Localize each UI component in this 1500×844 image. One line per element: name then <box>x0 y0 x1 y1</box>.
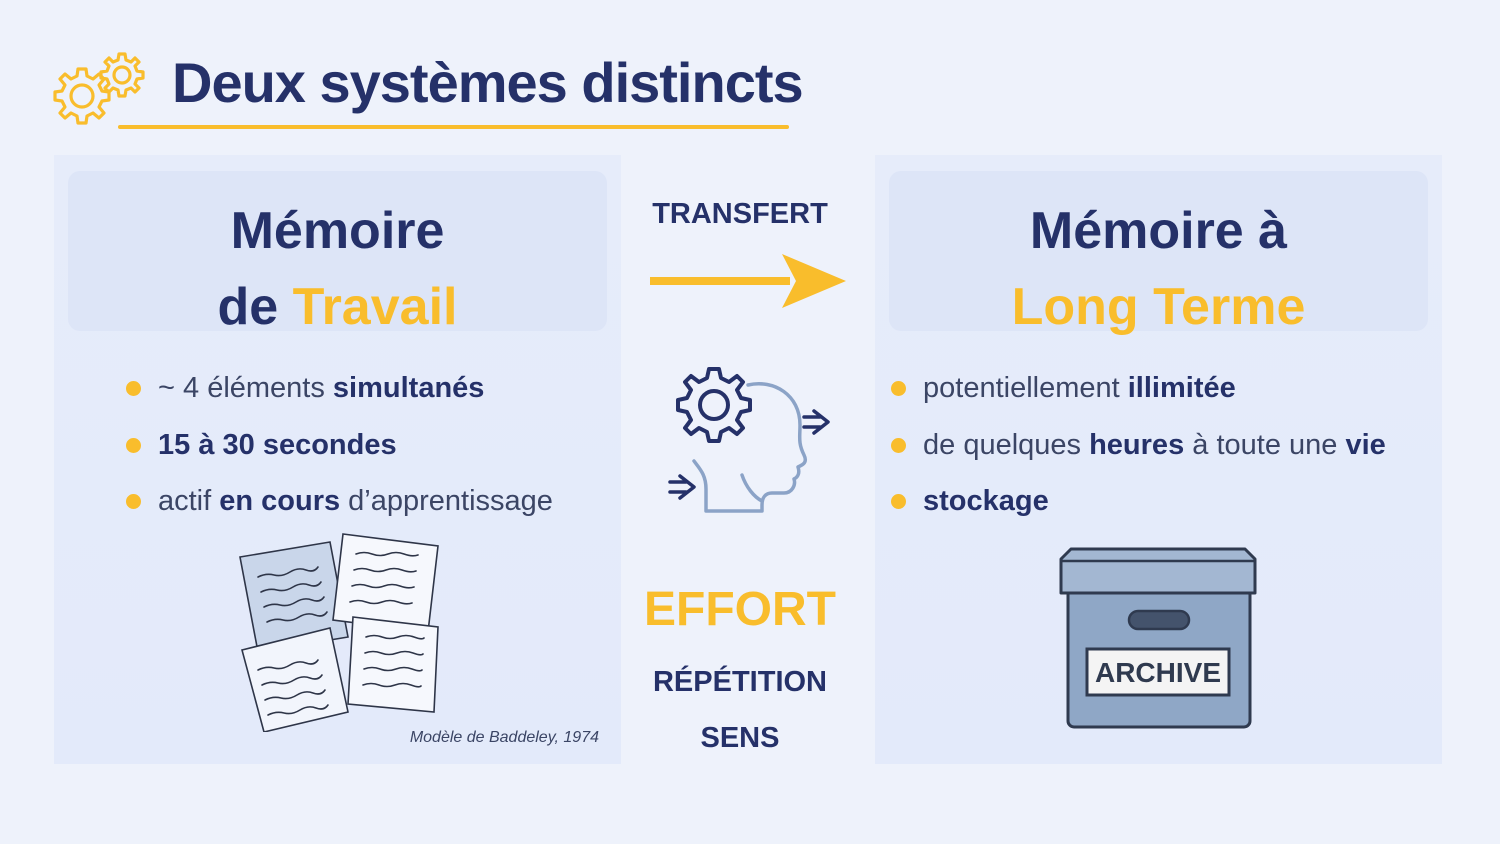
list-item: actif en cours d’apprentissage <box>126 473 553 530</box>
long-term-memory-panel: Mémoire à Long Terme potentiellement ill… <box>875 155 1442 764</box>
bullet-dot <box>126 381 141 396</box>
archive-box-icon: ARCHIVE <box>1059 547 1257 729</box>
list-item: stockage <box>891 473 1386 530</box>
working-memory-header: Mémoire de Travail <box>68 171 607 336</box>
list-item: ~ 4 éléments simultanés <box>126 360 553 417</box>
page-title: Deux systèmes distincts <box>172 51 804 114</box>
working-memory-panel: Mémoire de Travail ~ 4 éléments simultan… <box>54 155 621 764</box>
bullet-bold: en cours <box>219 485 341 517</box>
bullet-text: d’apprentissage <box>340 485 553 517</box>
long-term-memory-bullets: potentiellement illimitée de quelques he… <box>891 360 1386 530</box>
long-term-memory-title-line1: Mémoire à <box>1029 202 1288 260</box>
working-memory-title-line1: Mémoire <box>230 202 445 260</box>
repetition-label: RÉPÉTITION <box>652 666 827 698</box>
bullet-dot <box>126 437 141 453</box>
bullet-text: actif <box>158 485 220 517</box>
bullet-bold: heures <box>1089 428 1185 461</box>
sens-label: SENS <box>700 722 780 754</box>
title-accent-word: Travail <box>292 278 458 336</box>
working-memory-title-line2: de Travail <box>68 269 607 345</box>
bullet-bold: vie <box>1345 428 1386 461</box>
head-gear-icon <box>668 367 830 513</box>
title-underline <box>118 125 789 129</box>
title-prefix: de <box>217 278 293 336</box>
list-item: 15 à 30 secondes <box>126 417 553 474</box>
bullet-dot <box>891 381 906 396</box>
bullet-bold: stockage <box>923 485 1049 517</box>
long-term-memory-title-line2: Long Terme <box>1011 278 1306 336</box>
list-item: potentiellement illimitée <box>891 360 1386 417</box>
bullet-text: ~ 4 <box>158 372 208 404</box>
bullet-text: de quelques <box>923 428 1090 461</box>
bullet-bold: simultanés <box>332 372 485 404</box>
bullet-text: à toute une <box>1184 428 1346 461</box>
bullet-dot <box>891 437 906 453</box>
right-arrow-icon <box>650 254 846 308</box>
bullet-dot <box>891 494 906 509</box>
papers-icon <box>239 533 439 732</box>
bullet-text: éléments <box>207 372 333 404</box>
effort-label: EFFORT <box>644 583 836 636</box>
source-caption: Modèle de Baddeley, 1974 <box>409 729 599 746</box>
working-memory-bullets: ~ 4 éléments simultanés 15 à 30 secondes… <box>126 360 553 530</box>
bullet-bold: 15 à 30 secondes <box>158 428 397 461</box>
gears-icon <box>53 52 145 125</box>
bullet-bold: illimitée <box>1127 372 1236 404</box>
transfer-label: TRANSFERT <box>652 198 828 230</box>
bullet-dot <box>126 494 141 509</box>
archive-label: ARCHIVE <box>1095 657 1221 688</box>
list-item: de quelques heures à toute une vie <box>891 417 1386 474</box>
bullet-text: potentiellement <box>923 372 1128 404</box>
long-term-memory-header: Mémoire à Long Terme <box>889 171 1428 336</box>
